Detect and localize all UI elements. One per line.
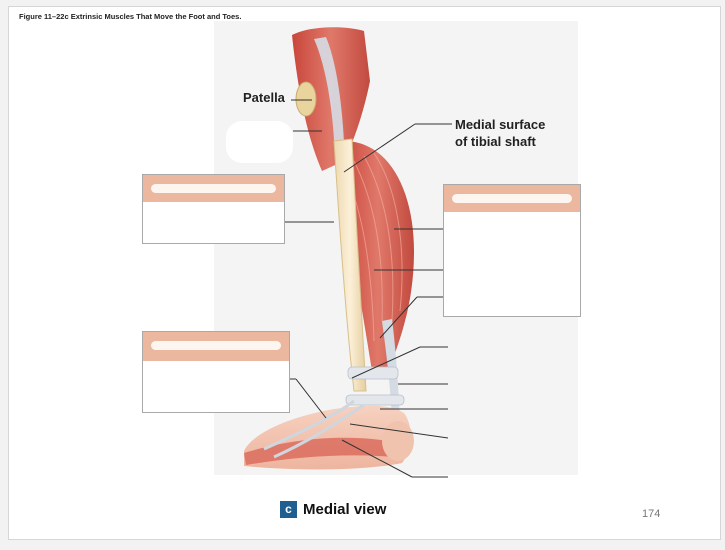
answer-box-header xyxy=(143,332,289,361)
redacted-header xyxy=(151,341,281,350)
view-letter-badge: c xyxy=(280,501,297,518)
answer-box-header xyxy=(143,175,284,202)
answer-box-left-top[interactable] xyxy=(142,174,285,244)
view-caption: c Medial view xyxy=(280,501,386,518)
heel-shape xyxy=(382,421,414,461)
label-medial-surface-line1: Medial surface xyxy=(455,117,546,132)
retinaculum-upper xyxy=(347,366,399,380)
tibia-bone xyxy=(333,138,367,392)
figure-title: Figure 11–22c Extrinsic Muscles That Mov… xyxy=(19,12,242,21)
patella-shape xyxy=(295,81,317,117)
redacted-header xyxy=(452,194,572,203)
answer-box-header xyxy=(444,185,580,212)
redacted-header xyxy=(151,184,276,193)
redacted-label-blob xyxy=(226,121,293,163)
label-patella: Patella xyxy=(243,90,285,105)
label-medial-surface-line2: of tibial shaft xyxy=(455,134,536,149)
answer-box-left-bottom[interactable] xyxy=(142,331,290,413)
foot-tendons xyxy=(263,399,365,459)
view-caption-text: Medial view xyxy=(303,501,387,518)
answer-box-right[interactable] xyxy=(443,184,581,317)
page-number: 174 xyxy=(642,508,661,520)
knee-tendon xyxy=(314,37,344,143)
retinaculum-lower xyxy=(345,394,405,406)
